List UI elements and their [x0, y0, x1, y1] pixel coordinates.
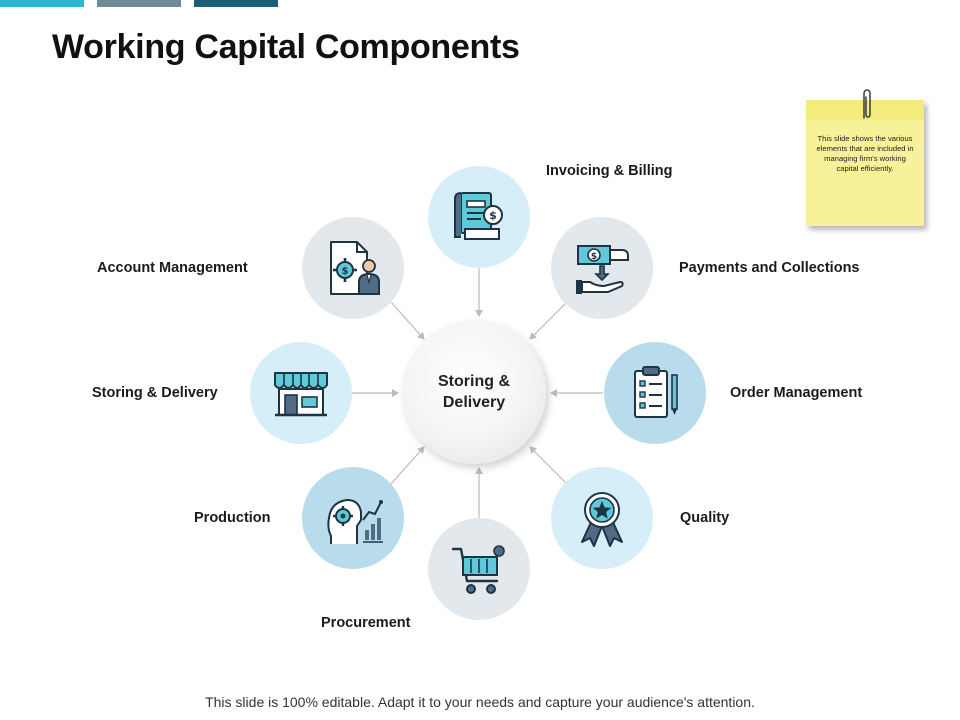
clipboard-checklist-icon: [634, 366, 678, 418]
label-order-management: Order Management: [730, 385, 863, 401]
connector-quality: [529, 446, 568, 485]
svg-text:$: $: [342, 266, 349, 277]
sticky-note: This slide shows the various elements th…: [806, 100, 924, 226]
hub-label: Storing & Delivery: [438, 373, 510, 411]
node-invoicing-billing: $: [428, 166, 530, 268]
svg-text:$: $: [591, 252, 597, 262]
head-gear-chart-icon: [327, 499, 383, 544]
node-procurement: [428, 518, 530, 620]
node-quality: [551, 467, 653, 569]
label-payments-collections: Payments and Collections: [679, 260, 860, 276]
connector-payments: [529, 301, 568, 340]
label-production: Production: [194, 510, 271, 526]
node-payments-collections: $: [551, 217, 653, 319]
label-account-management: Account Management: [97, 260, 248, 276]
top-bar-3: [194, 0, 278, 7]
connector-production: [390, 446, 425, 485]
node-account-management: $: [302, 217, 404, 319]
slide-footer: This slide is 100% editable. Adapt it to…: [205, 694, 755, 710]
award-ribbon-icon: [581, 492, 623, 547]
label-quality: Quality: [680, 510, 730, 526]
sticky-note-text: This slide shows the various elements th…: [816, 134, 914, 173]
hub-circle: Storing & Delivery: [402, 320, 546, 464]
storefront-icon: [274, 372, 328, 417]
label-invoicing-billing: Invoicing & Billing: [546, 163, 673, 179]
label-procurement: Procurement: [321, 615, 411, 631]
paperclip-icon: [863, 89, 871, 119]
top-bar-1: [0, 0, 84, 7]
shopping-cart-icon: [451, 545, 505, 594]
connector-account: [390, 301, 425, 340]
node-storing-delivery: [250, 342, 352, 444]
svg-text:$: $: [489, 209, 497, 222]
invoice-icon: $: [454, 192, 503, 240]
node-order-management: [604, 342, 706, 444]
node-production: [302, 467, 404, 569]
label-storing-delivery: Storing & Delivery: [92, 385, 218, 401]
top-bar-2: [97, 0, 181, 7]
slide-title: Working Capital Components: [52, 28, 520, 66]
document-gear-person-icon: $: [330, 241, 380, 295]
money-transfer-icon: $: [576, 245, 629, 294]
